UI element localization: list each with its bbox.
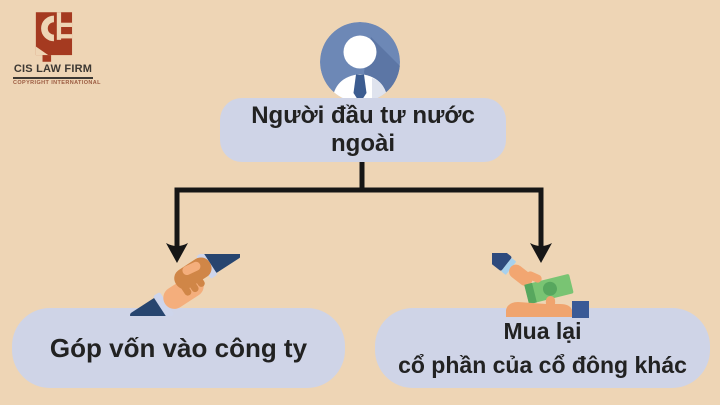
- person-avatar-icon: [320, 22, 400, 102]
- cis-logo-icon: [35, 12, 73, 62]
- logo-tagline: COPYRIGHT INTERNATIONAL: [13, 80, 101, 86]
- node-share-purchase-line1: Mua lại: [503, 318, 582, 344]
- logo-divider: [13, 77, 93, 79]
- tie-shape: [353, 74, 367, 102]
- node-foreign-investor-label: Người đầu tư nước ngoài: [251, 102, 475, 157]
- banknote-shape: [524, 274, 574, 305]
- money-transfer-icon: [492, 253, 589, 318]
- logo-firm-name: CIS LAW FIRM: [13, 63, 93, 75]
- cis-law-firm-logo: CIS LAW FIRM COPYRIGHT INTERNATIONAL: [13, 12, 101, 86]
- node-foreign-investor: Người đầu tư nước ngoài: [220, 98, 506, 162]
- node-capital-contribution: Góp vốn vào công ty: [12, 308, 345, 388]
- node-share-purchase: Mua lại cổ phần của cổ đông khác: [375, 308, 710, 388]
- node-capital-contribution-label: Góp vốn vào công ty: [49, 332, 308, 363]
- node-share-purchase-line2: cổ phần của cổ đông khác: [398, 352, 687, 378]
- handshake-icon: [130, 254, 240, 316]
